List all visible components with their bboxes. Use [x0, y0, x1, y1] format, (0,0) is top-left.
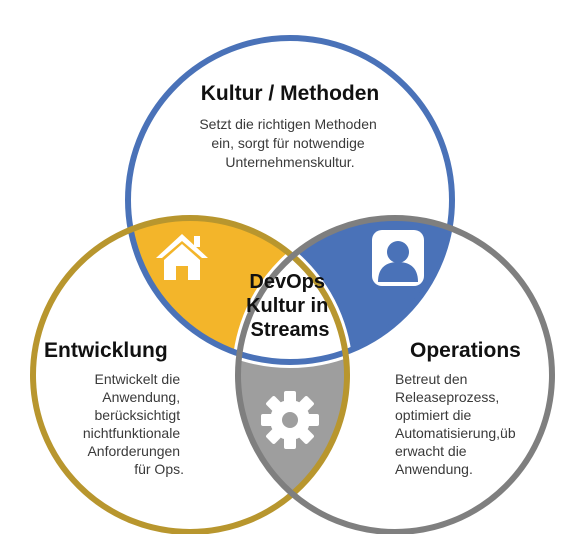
desc-line: erwacht die	[395, 443, 467, 459]
desc-line: Betreut den	[395, 371, 467, 387]
center-label: DevOps Kultur in Streams	[246, 271, 334, 341]
title-operations: Operations	[410, 339, 521, 362]
center-region	[235, 215, 350, 365]
circle-entwicklung	[30, 215, 350, 534]
circle-operations	[235, 215, 555, 534]
desc-line: ein, sorgt für notwendige	[211, 135, 365, 151]
user-icon	[372, 230, 424, 286]
desc-line: Anforderungen	[87, 443, 180, 459]
desc-line: optimiert die	[395, 407, 471, 423]
desc-line: Releaseprozess,	[395, 389, 499, 405]
desc-line: Unternehmenskultur.	[225, 154, 354, 170]
circle-kultur-methoden	[125, 35, 455, 365]
desc-kultur-methoden: Setzt die richtigen Methoden ein, sorgt …	[199, 116, 380, 170]
house-icon	[156, 234, 208, 280]
desc-line: nichtfunktionale	[83, 425, 181, 441]
center-line: DevOps	[249, 271, 325, 293]
desc-line: Anwendung,	[102, 389, 180, 405]
title-kultur-methoden: Kultur / Methoden	[201, 82, 379, 105]
desc-line: Entwickelt die	[95, 371, 181, 387]
desc-line: Automatisierung,üb	[395, 425, 516, 441]
title-entwicklung: Entwicklung	[44, 339, 168, 362]
desc-line: berücksichtigt	[95, 407, 181, 423]
center-line: Kultur in	[246, 295, 328, 317]
desc-line: für Ops.	[134, 461, 184, 477]
desc-line: Anwendung.	[395, 461, 473, 477]
desc-entwicklung: Entwickelt die Anwendung, berücksichtigt…	[83, 371, 184, 477]
center-line: Streams	[251, 319, 330, 341]
desc-operations: Betreut den Releaseprozess, optimiert di…	[395, 371, 520, 477]
gear-icon	[261, 391, 319, 449]
desc-line: Setzt die richtigen Methoden	[199, 116, 376, 132]
